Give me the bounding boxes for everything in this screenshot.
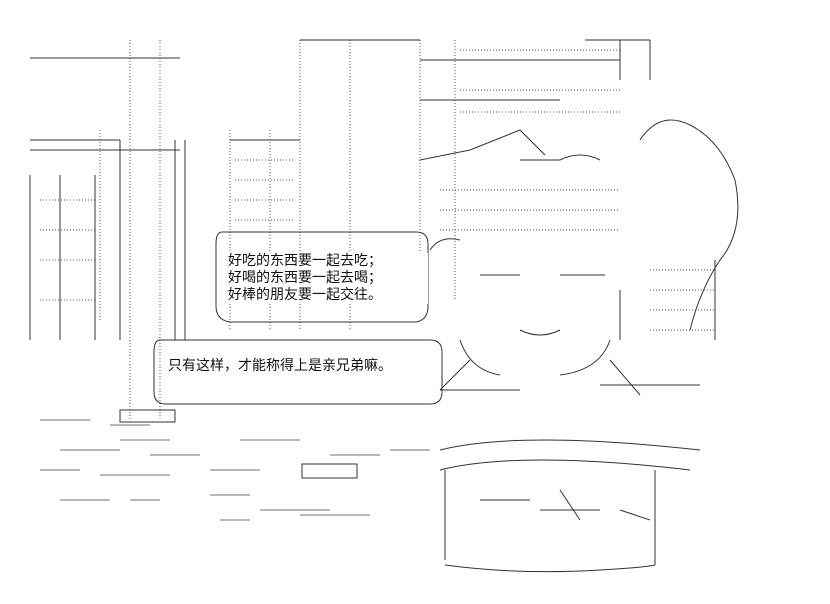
dialogue-line: 好棒的朋友要一起交往。 — [228, 287, 382, 303]
speech-bubble-outlines — [153, 231, 443, 405]
dialogue-line: 只有这样，才能称得上是亲兄弟嘛。 — [168, 358, 392, 374]
dialogue-line: 好喝的东西要一起去喝； — [228, 270, 382, 286]
background-buildings — [29, 39, 651, 420]
ground-strokes — [40, 409, 430, 521]
dialogue-line: 好吃的东西要一起去吃； — [228, 253, 382, 269]
speech-bubble-bottom: 只有这样，才能称得上是亲兄弟嘛。 — [168, 358, 428, 375]
character-figure — [419, 119, 739, 573]
speech-bubble-top: 好吃的东西要一起去吃； 好喝的东西要一起去喝； 好棒的朋友要一起交往。 — [228, 253, 428, 304]
